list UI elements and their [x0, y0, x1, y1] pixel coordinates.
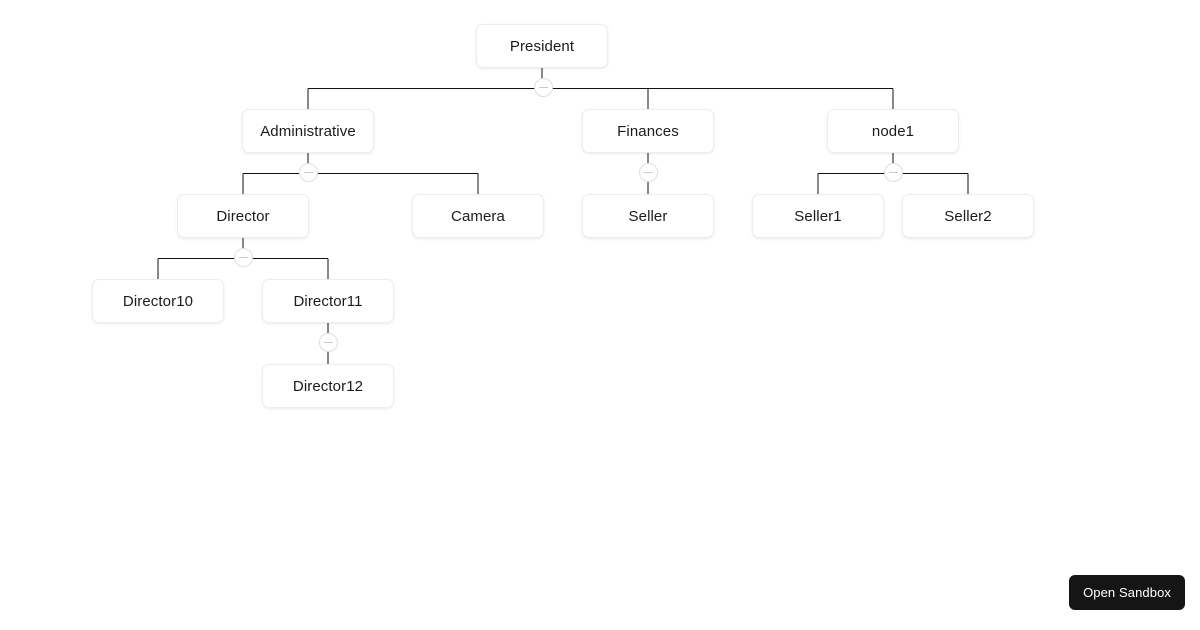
collapse-toggle-finances[interactable] [639, 163, 658, 182]
org-node-director[interactable]: Director [177, 194, 309, 238]
org-node-seller1[interactable]: Seller1 [752, 194, 884, 238]
minus-icon [644, 172, 653, 173]
org-node-node1[interactable]: node1 [827, 109, 959, 153]
org-node-camera[interactable]: Camera [412, 194, 544, 238]
org-node-seller[interactable]: Seller [582, 194, 714, 238]
collapse-toggle-node1[interactable] [884, 163, 903, 182]
org-node-label: President [509, 37, 575, 55]
collapse-toggle-president[interactable] [534, 78, 553, 97]
collapse-toggle-director[interactable] [234, 248, 253, 267]
org-node-label: Seller2 [944, 207, 992, 225]
org-node-label: Finances [617, 122, 679, 140]
org-node-director12[interactable]: Director12 [262, 364, 394, 408]
org-node-finances[interactable]: Finances [582, 109, 714, 153]
org-node-president[interactable]: President [476, 24, 608, 68]
open-sandbox-button[interactable]: Open Sandbox [1069, 575, 1185, 610]
org-node-administrative[interactable]: Administrative [242, 109, 374, 153]
collapse-toggle-director11[interactable] [319, 333, 338, 352]
org-node-seller2[interactable]: Seller2 [902, 194, 1034, 238]
org-node-director10[interactable]: Director10 [92, 279, 224, 323]
org-node-label: Administrative [260, 122, 356, 140]
org-node-director11[interactable]: Director11 [262, 279, 394, 323]
org-node-label: Seller [628, 207, 668, 225]
org-node-label: node1 [871, 122, 915, 140]
org-node-label: Director10 [122, 292, 194, 310]
collapse-toggle-administrative[interactable] [299, 163, 318, 182]
minus-icon [889, 172, 898, 173]
minus-icon [304, 172, 313, 173]
org-node-label: Seller1 [794, 207, 842, 225]
org-node-label: Camera [451, 207, 505, 225]
org-node-label: Director11 [293, 292, 363, 310]
minus-icon [239, 257, 248, 258]
org-node-label: Director [216, 207, 270, 225]
org-node-label: Director12 [292, 377, 364, 395]
minus-icon [324, 342, 333, 343]
minus-icon [539, 87, 548, 88]
